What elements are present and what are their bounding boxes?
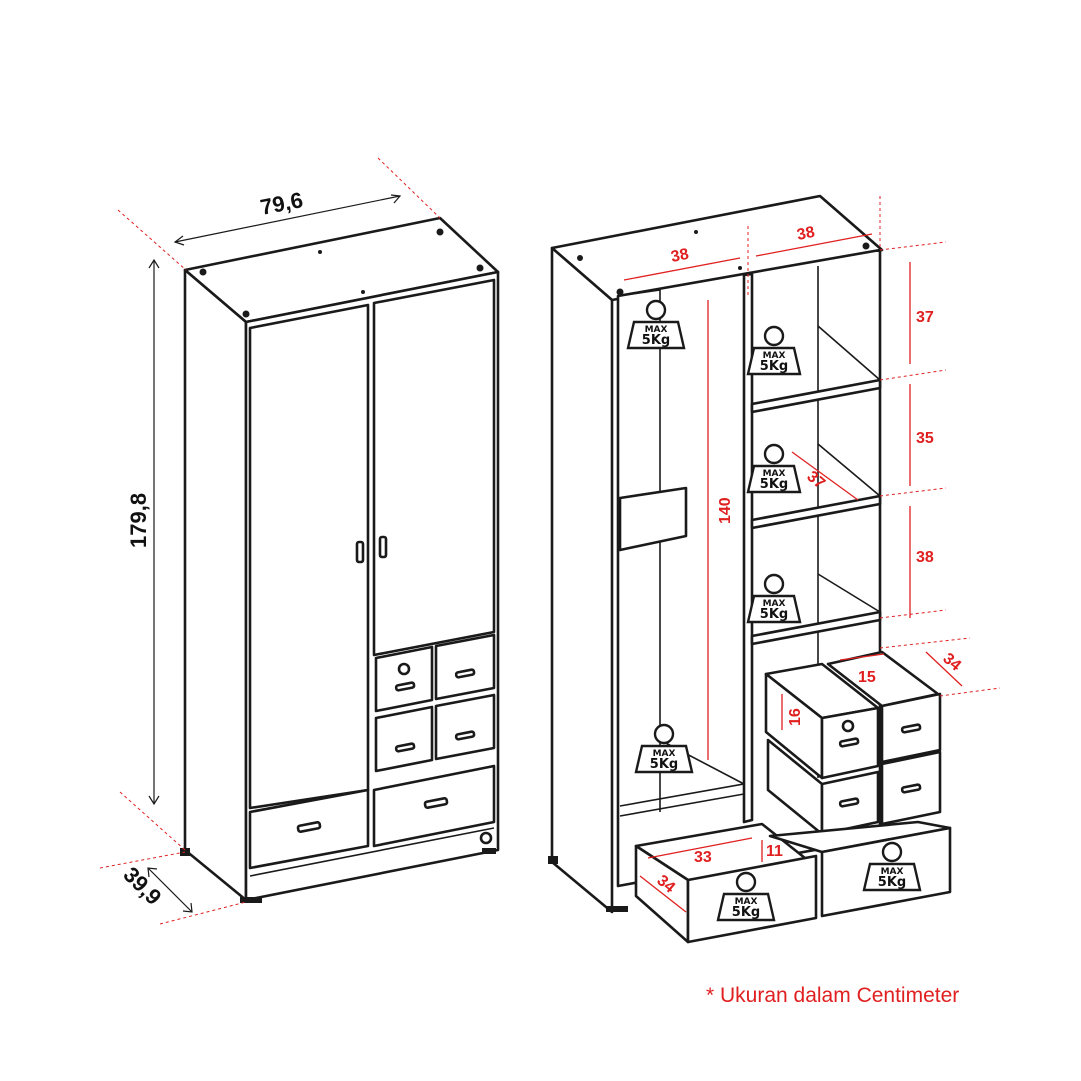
shelf-1 [750,378,882,414]
svg-text:MAX: MAX [735,897,758,907]
weight-badge-icon: MAX 5Kg [634,723,694,774]
svg-text:5Kg: 5Kg [760,359,788,374]
width-label: 79,6 [258,187,305,220]
shelf-1-label: 37 [916,309,934,326]
weight-badge-icon: MAX 5Kg [746,443,802,494]
small-drawer-width-label: 15 [858,669,876,686]
right-compartment-width-label: 38 [796,224,817,244]
weight-badge-icon: MAX 5Kg [626,299,686,350]
svg-text:MAX: MAX [763,351,786,361]
svg-text:5Kg: 5Kg [732,905,760,920]
weight-badge-icon: MAX 5Kg [862,841,922,892]
closed-drawer-1[interactable] [374,645,434,713]
center-divider [742,272,754,824]
height-label: 179,8 [126,493,151,548]
svg-text:MAX: MAX [881,867,904,877]
shelf-2 [750,494,882,530]
left-door[interactable] [248,303,370,810]
svg-text:5Kg: 5Kg [878,875,906,890]
closed-drawer-2[interactable] [434,633,496,701]
shelf-3-label: 38 [916,549,934,566]
lock-icon [397,662,411,676]
large-drawer-width-label: 33 [694,849,712,866]
hanging-height-label: 140 [717,497,734,524]
svg-text:MAX: MAX [653,749,676,759]
weight-badge-icon: MAX 5Kg [746,573,802,624]
small-drawer-height-label: 16 [787,708,804,726]
svg-text:MAX: MAX [763,599,786,609]
shelf-3 [750,610,882,646]
left-compartment-width-label: 38 [670,246,691,266]
closed-side-face [183,268,248,902]
svg-text:MAX: MAX [763,469,786,479]
right-door-handle[interactable] [378,535,388,559]
closed-drawer-4[interactable] [434,693,496,761]
shelf-2-label: 35 [916,430,934,447]
weight-badge-icon: MAX 5Kg [716,871,776,922]
large-drawer-height-label: 11 [766,843,783,860]
closed-drawer-3[interactable] [374,705,434,773]
left-door-handle[interactable] [355,540,365,564]
open-wardrobe: MAX 5Kg MAX 5Kg MAX 5Kg MAX 5Kg MAX 5Kg [548,194,1001,944]
svg-text:5Kg: 5Kg [760,607,788,622]
footnote: * Ukuran dalam Centimeter [706,984,960,1007]
svg-text:5Kg: 5Kg [642,333,670,348]
svg-text:5Kg: 5Kg [650,757,678,772]
right-door[interactable] [372,278,496,657]
svg-text:MAX: MAX [645,325,668,335]
weight-badge-icon: MAX 5Kg [746,325,802,376]
svg-text:5Kg: 5Kg [760,477,788,492]
open-side-face [550,246,614,914]
hanging-rail [618,486,688,552]
small-drawer-depth-label: 34 [939,650,964,675]
depth-label: 39,9 [118,862,166,910]
closed-wardrobe [99,157,500,925]
